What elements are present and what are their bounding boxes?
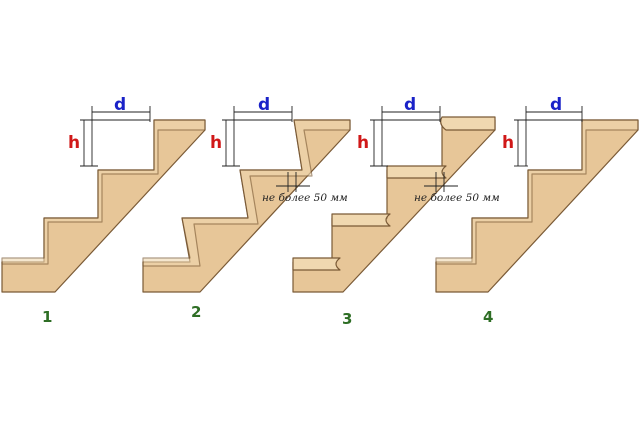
- note-max-50mm-2: не более 50 мм: [262, 192, 348, 204]
- label-h-1: h: [68, 133, 80, 153]
- label-h-4: h: [502, 133, 514, 153]
- label-d-3: d: [404, 95, 416, 115]
- variant-number-4: 4: [483, 308, 493, 326]
- label-d-2: d: [258, 95, 270, 115]
- label-d-1: d: [114, 95, 126, 115]
- staircase-1: d h: [1, 95, 206, 293]
- staircase-2: d h не более 50 мм: [142, 95, 351, 293]
- label-h-2: h: [210, 133, 222, 153]
- staircase-4: d h: [435, 95, 639, 293]
- variant-number-1: 1: [42, 308, 52, 326]
- variant-number-2: 2: [191, 303, 201, 321]
- note-max-50mm-3: не более 50 мм: [414, 192, 500, 204]
- label-h-3: h: [357, 133, 369, 153]
- staircase-3: d h не более 50 мм: [292, 95, 500, 293]
- variant-number-3: 3: [342, 310, 352, 328]
- label-d-4: d: [550, 95, 562, 115]
